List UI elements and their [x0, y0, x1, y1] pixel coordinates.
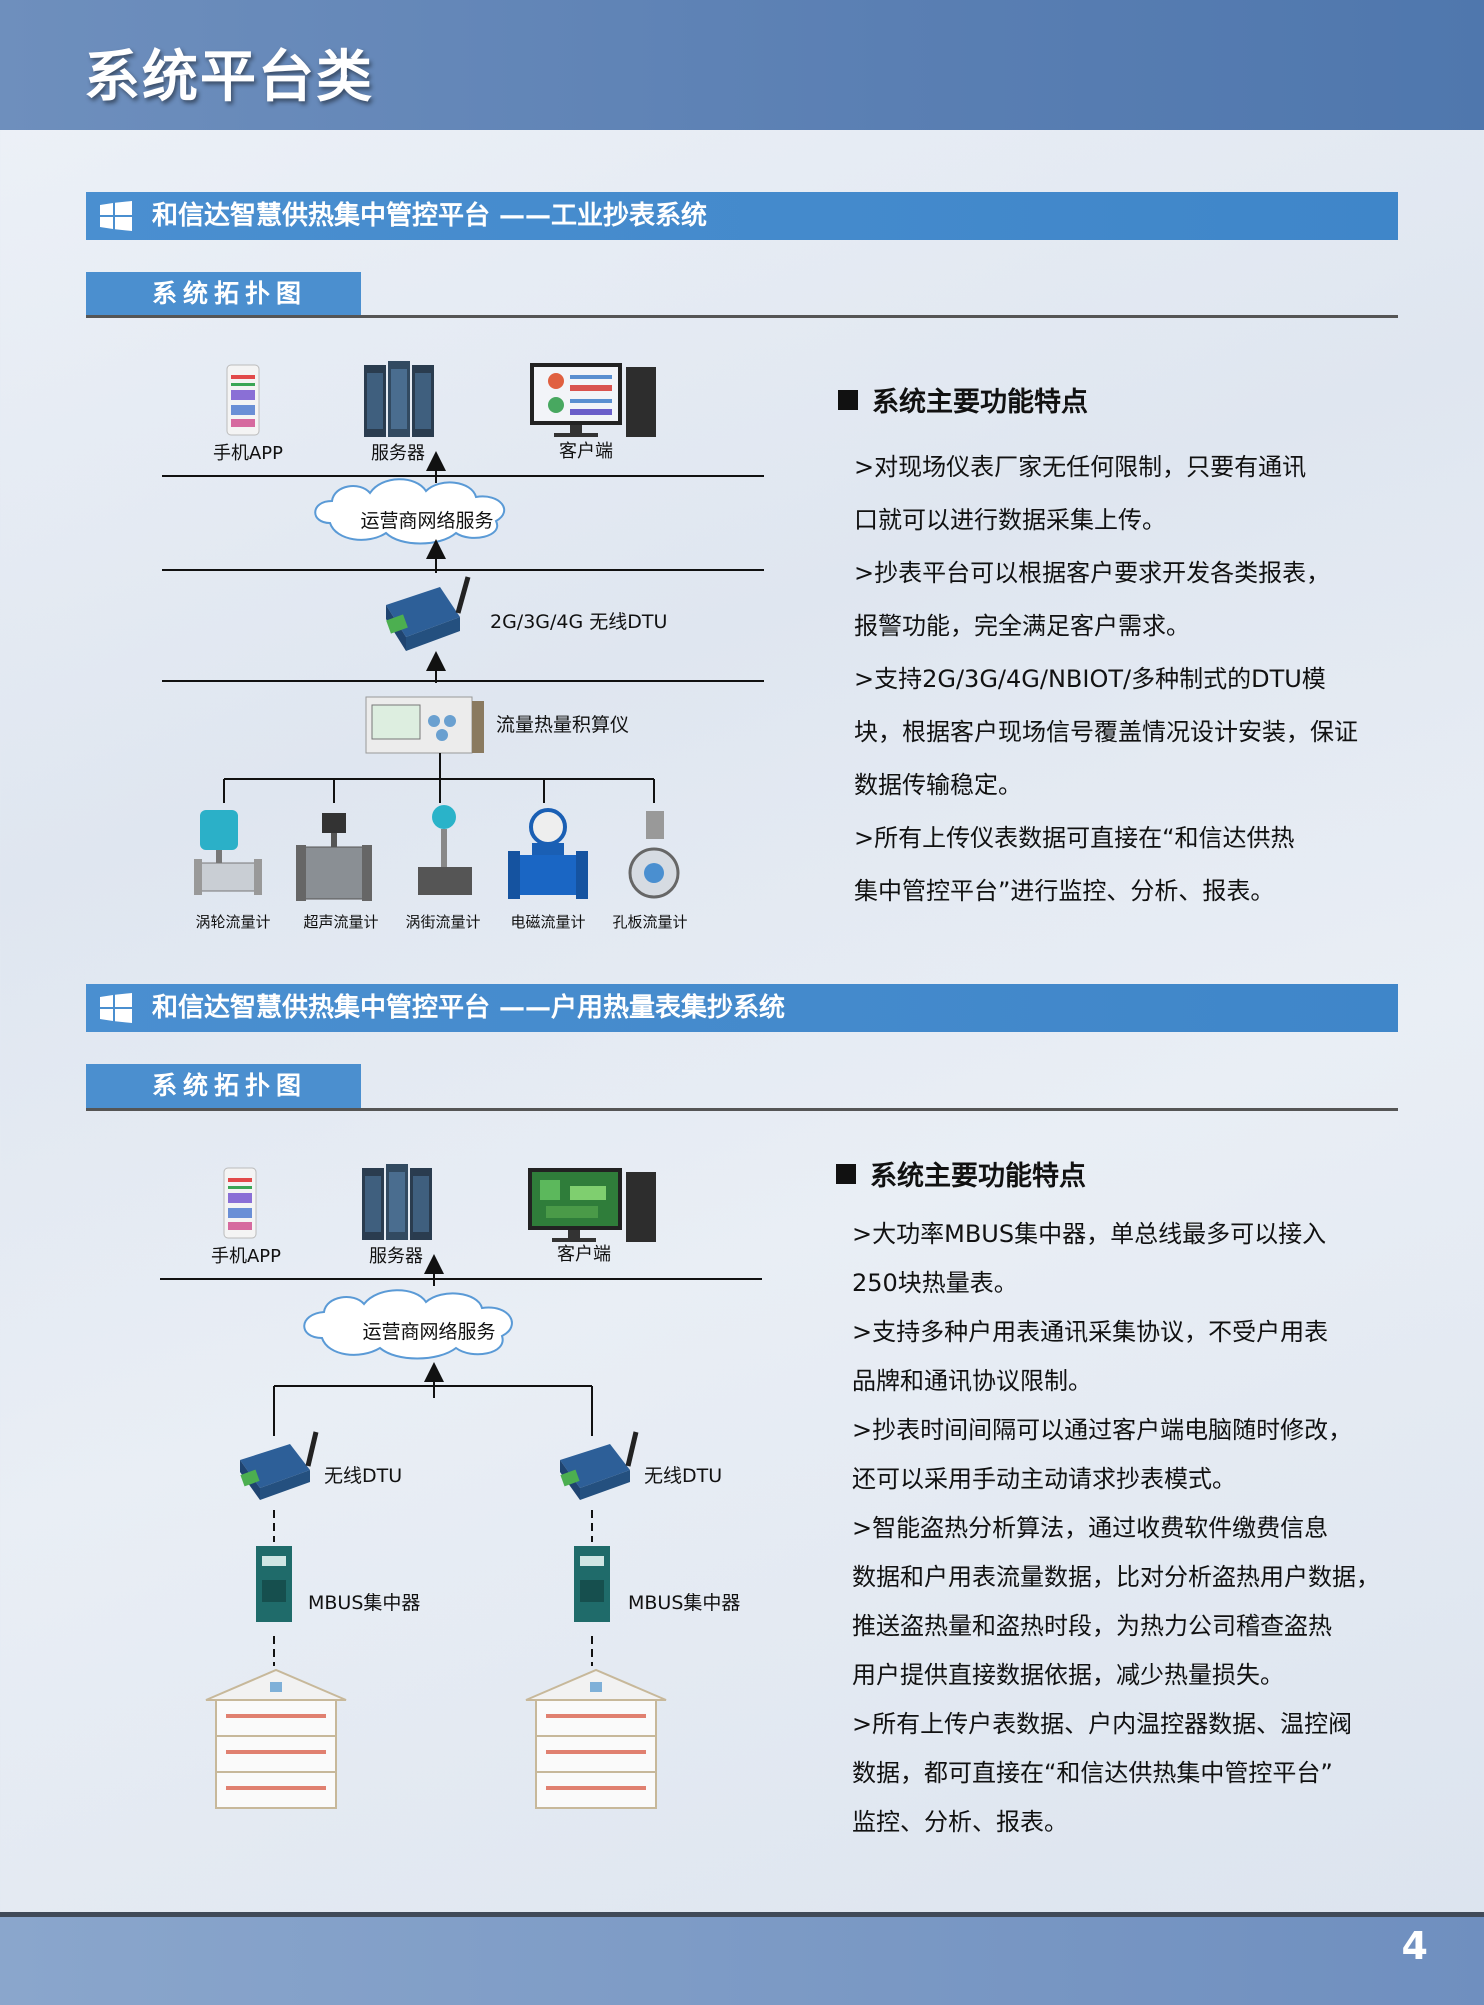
feature-line: >抄表时间间隔可以通过客户端电脑随时修改， [852, 1416, 1353, 1444]
wireless-dtu-icon [560, 1431, 639, 1500]
calculator-label: 流量热量积算仪 [496, 714, 629, 736]
ultrasonic-flowmeter-icon [296, 813, 372, 901]
client-pc-icon [530, 363, 656, 437]
mbus-label: MBUS集中器 [628, 1592, 740, 1614]
mbus-concentrator-icon [574, 1546, 610, 1622]
app-label: 手机APP [211, 1246, 281, 1267]
windows-logo-icon [100, 201, 132, 231]
client-label: 客户端 [557, 1244, 611, 1265]
meter-label: 电磁流量计 [510, 913, 585, 931]
meter-label: 孔板流量计 [612, 913, 687, 931]
section1-title-bar: 和信达智慧供热集中管控平台 ——工业抄表系统 [86, 192, 1398, 240]
meter-label: 超声流量计 [303, 913, 378, 931]
server-label: 服务器 [371, 443, 425, 464]
meter-label: 涡轮流量计 [195, 913, 270, 931]
section2-features-heading: 系统主要功能特点 [836, 1154, 1086, 1193]
section1-features-title: 系统主要功能特点 [872, 387, 1088, 418]
section2-title: 和信达智慧供热集中管控平台 ——户用热量表集抄系统 [152, 993, 786, 1023]
section2-features-title: 系统主要功能特点 [870, 1161, 1086, 1192]
network-label: 运营商网络服务 [362, 1321, 495, 1343]
phone-app-icon [226, 364, 260, 436]
feature-line: 数据，都可直接在“和信达供热集中管控平台” [852, 1759, 1333, 1787]
network-cloud-icon [303, 1289, 513, 1360]
footer-band [0, 1912, 1484, 2005]
feature-line: 还可以采用手动主动请求抄表模式。 [852, 1465, 1236, 1493]
feature-line: 报警功能，完全满足客户需求。 [854, 612, 1190, 640]
server-icon [362, 1164, 432, 1240]
section1-topology-rule [86, 315, 1398, 318]
feature-line: 数据和户用表流量数据，比对分析盗热用户数据， [852, 1563, 1380, 1591]
section1-topology-diagram: 手机APP 服务器 客户端 运营商网络服务 2G/3 [162, 361, 764, 931]
app-label: 手机APP [213, 443, 283, 464]
feature-line: >支持2G/3G/4G/NBIOT/多种制式的DTU模 [854, 665, 1326, 693]
section1-features-list: >对现场仪表厂家无任何限制，只要有通讯 口就可以进行数据采集上传。 >抄表平台可… [854, 441, 1358, 918]
feature-line: 集中管控平台”进行监控、分析、报表。 [854, 877, 1275, 905]
flow-heat-calculator-icon [365, 696, 484, 754]
meter-label: 涡街流量计 [405, 913, 480, 931]
section2-topology-diagram: 手机APP 服务器 客户端 运营商网络服务 无线DTU [160, 1164, 762, 1809]
page-number: 4 [1401, 1924, 1428, 1968]
client-label: 客户端 [559, 441, 613, 462]
phone-app-icon [223, 1167, 257, 1239]
section1-features-heading: 系统主要功能特点 [838, 380, 1088, 419]
network-cloud-icon [314, 478, 506, 545]
wireless-dtu-icon [386, 576, 471, 651]
feature-line: >支持多种户用表通讯采集协议，不受户用表 [852, 1318, 1329, 1346]
section2-topology-rule [86, 1108, 1398, 1111]
wireless-dtu-icon [240, 1431, 319, 1500]
residential-building-icon [205, 1668, 347, 1809]
section2-title-bar: 和信达智慧供热集中管控平台 ——户用热量表集抄系统 [86, 984, 1398, 1032]
feature-line: >所有上传仪表数据可直接在“和信达供热 [854, 824, 1295, 852]
section1-topology-tab: 系统拓扑图 [86, 272, 361, 316]
section2-topology-tab: 系统拓扑图 [86, 1064, 361, 1108]
server-icon [364, 361, 434, 437]
feature-line: 品牌和通讯协议限制。 [852, 1367, 1092, 1395]
turbine-flowmeter-icon [194, 810, 262, 895]
server-label: 服务器 [369, 1246, 423, 1267]
dtu-label: 2G/3G/4G 无线DTU [490, 611, 667, 633]
feature-line: 块，根据客户现场信号覆盖情况设计安装，保证 [854, 718, 1358, 746]
vortex-flowmeter-icon [418, 805, 472, 895]
feature-line: >智能盗热分析算法，通过收费软件缴费信息 [852, 1514, 1329, 1542]
client-pc-icon [528, 1168, 656, 1242]
electromagnetic-flowmeter-icon [508, 808, 588, 899]
dtu-label: 无线DTU [644, 1465, 722, 1487]
header-band [0, 0, 1484, 130]
feature-line: 数据传输稳定。 [854, 771, 1022, 799]
feature-line: >抄表平台可以根据客户要求开发各类报表， [854, 559, 1331, 587]
orifice-flowmeter-icon [628, 811, 680, 899]
feature-line: 推送盗热量和盗热时段，为热力公司稽查盗热 [852, 1612, 1332, 1640]
feature-line: >大功率MBUS集中器，单总线最多可以接入 [852, 1220, 1327, 1248]
residential-building-icon [525, 1668, 667, 1809]
feature-line: 用户提供直接数据依据，减少热量损失。 [852, 1661, 1284, 1689]
section1-title: 和信达智慧供热集中管控平台 ——工业抄表系统 [152, 201, 708, 231]
square-bullet-icon [838, 390, 858, 410]
mbus-label: MBUS集中器 [308, 1592, 420, 1614]
feature-line: 口就可以进行数据采集上传。 [854, 506, 1166, 534]
windows-logo-icon [100, 993, 132, 1023]
feature-line: >所有上传户表数据、户内温控器数据、温控阀 [852, 1710, 1353, 1738]
feature-line: 250块热量表。 [852, 1269, 1018, 1297]
dtu-label: 无线DTU [324, 1465, 402, 1487]
feature-line: >对现场仪表厂家无任何限制，只要有通讯 [854, 453, 1307, 481]
feature-line: 监控、分析、报表。 [852, 1808, 1068, 1836]
network-label: 运营商网络服务 [360, 510, 493, 532]
page-title: 系统平台类 [84, 45, 374, 110]
section2-features-list: >大功率MBUS集中器，单总线最多可以接入 250块热量表。 >支持多种户用表通… [852, 1210, 1380, 1847]
square-bullet-icon [836, 1164, 856, 1184]
mbus-concentrator-icon [256, 1546, 292, 1622]
